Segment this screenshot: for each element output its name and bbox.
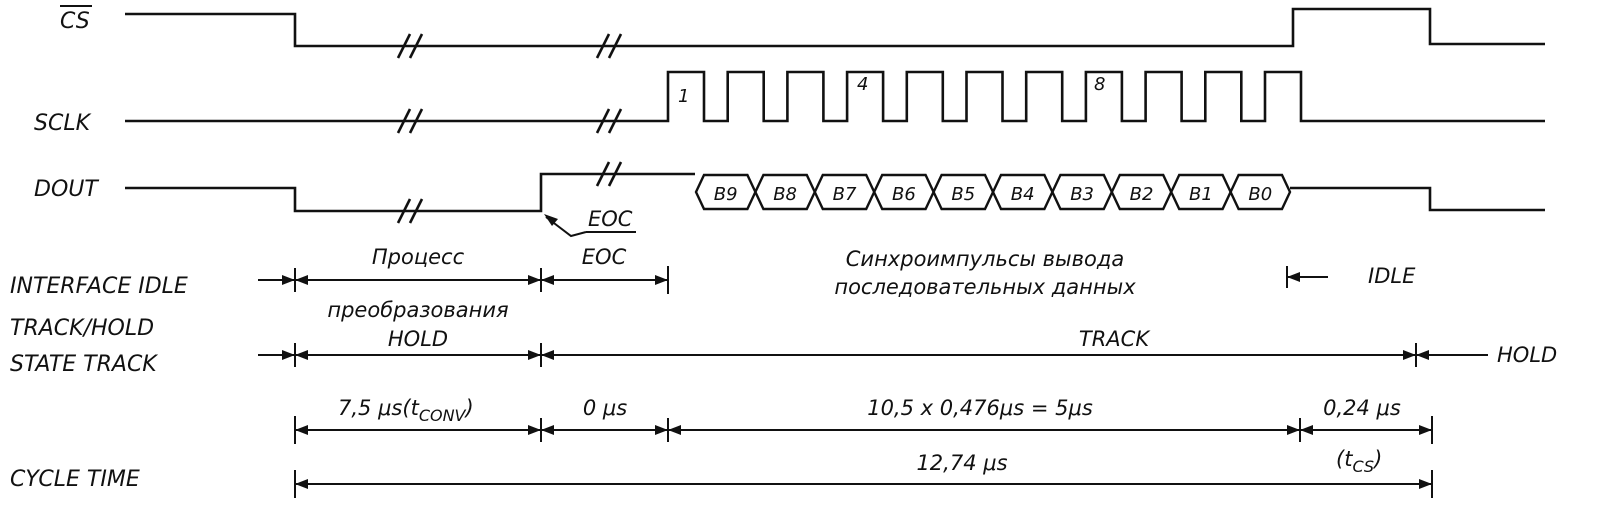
eoc-pointer-line xyxy=(545,216,587,238)
sclk-pulse-8-mark: 8 xyxy=(1094,74,1105,95)
interface-idle-row-label: INTERFACE IDLE xyxy=(10,274,188,299)
conversion-phase-label-line1: Процесс xyxy=(372,245,465,269)
dout-break-marks xyxy=(396,161,623,224)
data-bit-label: B5 xyxy=(951,184,975,205)
conversion-phase-label-line2: преобразования xyxy=(327,298,508,322)
cs-break-marks xyxy=(396,33,623,59)
dout-waveform-end xyxy=(1290,186,1545,212)
t-cs-timing-label: (tCS) xyxy=(1336,447,1382,476)
data-bit-label: B9 xyxy=(714,184,738,205)
hold-state-label-2: HOLD xyxy=(1497,343,1557,367)
data-bit-label: B0 xyxy=(1248,184,1272,205)
sclk-pulse-4-mark: 4 xyxy=(857,74,868,95)
cycle-time-dimension-lines xyxy=(294,470,1433,498)
sclk-pulse-1-mark: 1 xyxy=(678,86,689,107)
interface-idle-dimension-lines xyxy=(258,266,1328,294)
timing-dimension-lines xyxy=(294,416,1433,444)
sclk-break-marks xyxy=(396,108,623,134)
eoc-pointer-label: EOC xyxy=(588,207,633,231)
t-conv-timing-label: 7,5 μs(tCONV) xyxy=(338,396,474,425)
data-bit-label: B7 xyxy=(833,184,857,205)
sclk-signal-label: SCLK xyxy=(34,111,92,136)
sclk-waveform xyxy=(125,70,1545,123)
data-bit-label: B3 xyxy=(1070,184,1094,205)
cs-waveform xyxy=(125,7,1545,48)
cs-signal-label: CS xyxy=(60,9,90,34)
data-output-timing-label: 10,5 x 0,476μs = 5μs xyxy=(867,396,1093,420)
track-hold-dimension-lines xyxy=(258,343,1488,367)
data-bit-label: B1 xyxy=(1189,184,1213,205)
eoc-timing-label: 0 μs xyxy=(583,396,627,420)
track-hold-row-label-line1: TRACK/HOLD xyxy=(10,316,154,341)
eoc-pointer-arrowhead xyxy=(544,214,558,226)
data-bit-label: B8 xyxy=(773,184,797,205)
track-hold-row-label-line2: STATE TRACK xyxy=(10,352,158,377)
data-bit-cell xyxy=(1229,173,1292,211)
idle-phase-label: IDLE xyxy=(1368,264,1416,288)
cycle-time-label: 12,74 μs xyxy=(916,451,1007,475)
serial-clock-phase-label-line1: Синхроимпульсы вывода xyxy=(846,247,1124,271)
cs-timing-label: 0,24 μs xyxy=(1323,396,1401,420)
data-bit-label: B2 xyxy=(1130,184,1154,205)
eoc-phase-label: EOC xyxy=(582,245,627,269)
hold-state-label-1: HOLD xyxy=(388,327,448,351)
dout-data-bits: B9 B8 B7 B6 B5 B4 B3 B2 B1 B0 xyxy=(694,173,1292,211)
dout-waveform-start xyxy=(125,172,695,213)
data-bit-label: B6 xyxy=(892,184,916,205)
serial-clock-phase-label-line2: последовательных данных xyxy=(834,275,1136,299)
cycle-time-row-label: CYCLE TIME xyxy=(10,467,140,492)
data-bit-label: B4 xyxy=(1011,184,1035,205)
dout-signal-label: DOUT xyxy=(34,177,99,202)
track-state-label: TRACK xyxy=(1079,327,1151,351)
